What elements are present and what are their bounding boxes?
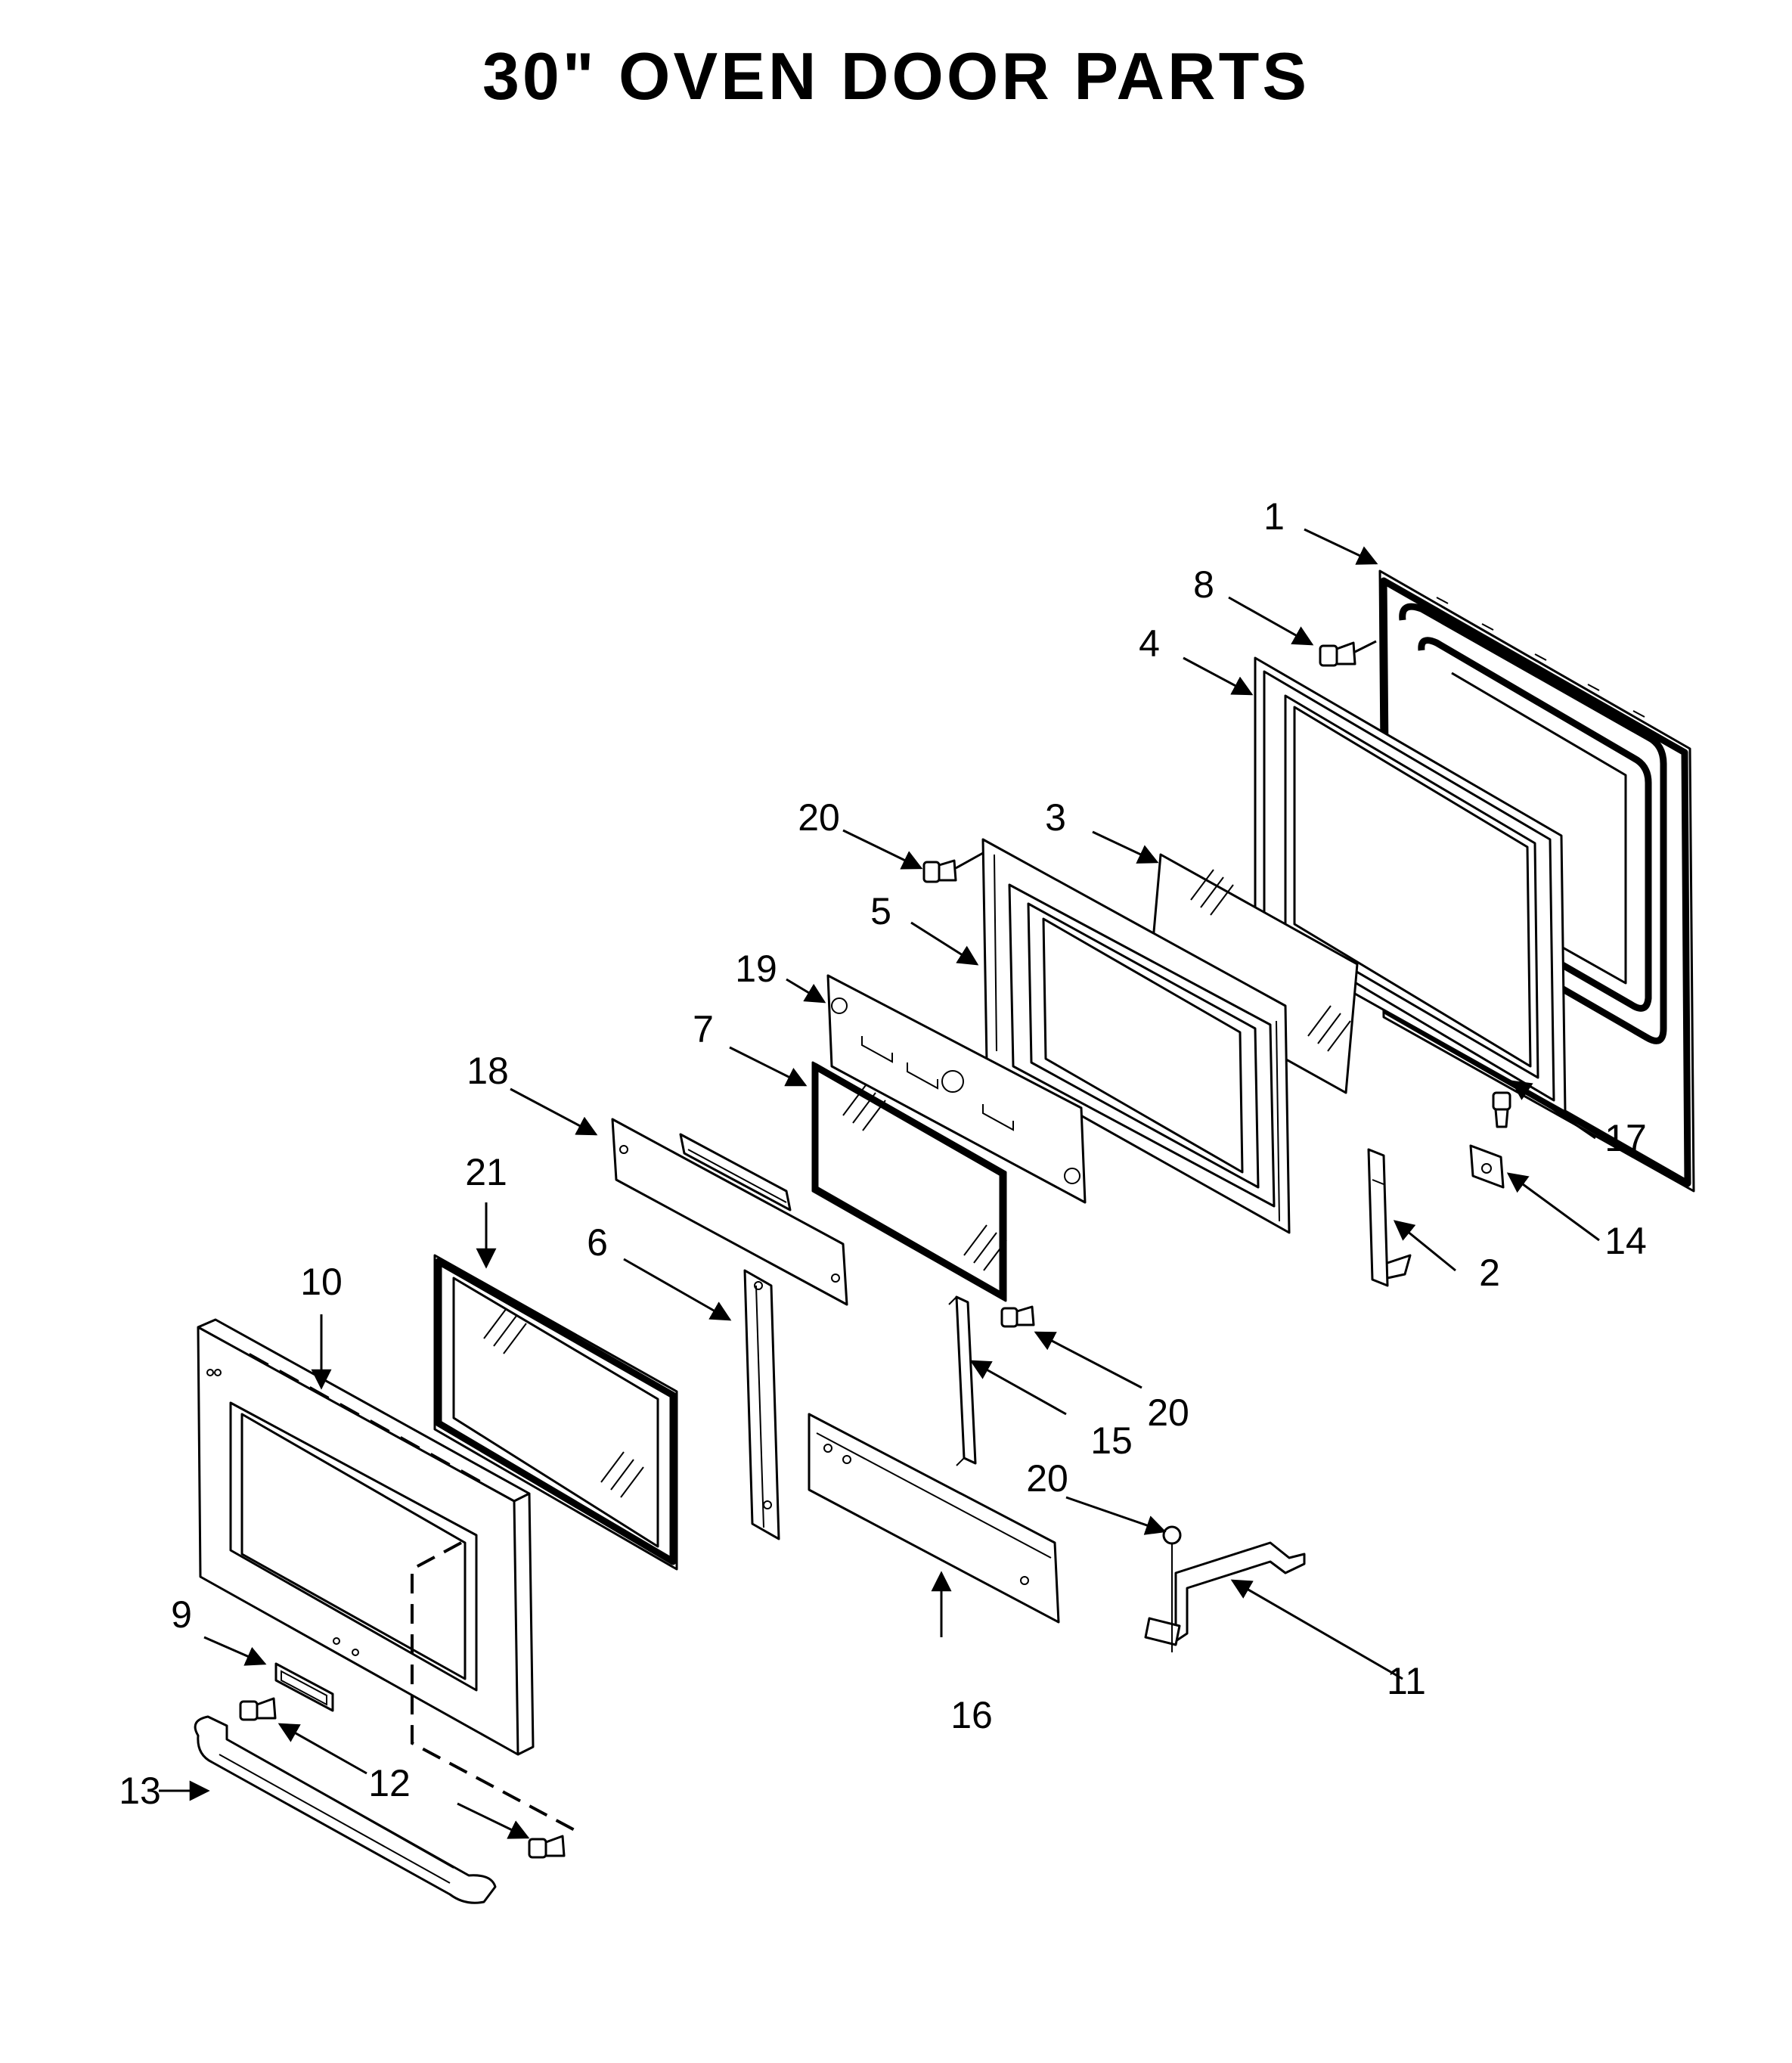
callout-10: 10 (300, 1261, 343, 1303)
callout-15: 15 (1090, 1419, 1133, 1462)
part-18-panel (611, 1118, 848, 1306)
callout-16: 16 (950, 1694, 993, 1736)
callout-2: 2 (1479, 1252, 1500, 1294)
callout-20-upper: 20 (798, 796, 840, 839)
part-13-handle (194, 1715, 497, 1904)
callout-20-lower: 20 (1026, 1457, 1068, 1500)
part-20-screw-upper (922, 852, 984, 883)
part-20-screw-middle (1000, 1305, 1035, 1328)
callout-9: 9 (171, 1593, 192, 1636)
part-2-hinge (1367, 1148, 1412, 1287)
part-14-clip (1469, 1144, 1505, 1189)
part-12-screws (239, 1697, 566, 1859)
callout-18: 18 (467, 1050, 509, 1092)
callout-8: 8 (1193, 563, 1214, 606)
part-8-screw (1319, 640, 1377, 667)
callout-labels: 1 8 4 3 20 5 19 7 18 21 6 10 9 13 12 16 … (119, 495, 1647, 1812)
callout-13: 13 (119, 1770, 161, 1812)
part-7-glass (811, 1061, 1007, 1302)
callout-21: 21 (465, 1151, 507, 1193)
callout-20-middle: 20 (1147, 1391, 1189, 1434)
callout-1: 1 (1263, 495, 1285, 538)
part-16-bottom-channel (808, 1413, 1060, 1624)
part-19-deflector (826, 974, 1087, 1204)
part-15-hinge-bracket (948, 1295, 977, 1466)
part-21-glass-with-gasket (433, 1254, 678, 1571)
part-6-side-channel (743, 1269, 780, 1540)
callout-11: 11 (1387, 1660, 1426, 1702)
callout-12: 12 (368, 1762, 411, 1804)
callout-5: 5 (870, 890, 891, 932)
callout-6: 6 (587, 1221, 608, 1264)
part-9-badge (274, 1662, 334, 1712)
callout-4: 4 (1139, 622, 1160, 665)
page-title: 30" OVEN DOOR PARTS (482, 39, 1310, 113)
part-11-hinge-arm (1144, 1525, 1306, 1652)
callout-3: 3 (1045, 796, 1066, 839)
part-5-inner-door-panel (981, 838, 1291, 1234)
leader-arrows (159, 528, 1600, 1839)
part-17-screw (1492, 1091, 1511, 1128)
callout-17: 17 (1604, 1117, 1647, 1159)
part-4-door-frame (1254, 656, 1567, 1113)
callout-19: 19 (735, 948, 777, 990)
assembly-lines (411, 1541, 575, 1832)
callout-7: 7 (693, 1008, 714, 1050)
part-10-outer-door-panel (197, 1318, 535, 1756)
callout-14: 14 (1604, 1220, 1647, 1262)
